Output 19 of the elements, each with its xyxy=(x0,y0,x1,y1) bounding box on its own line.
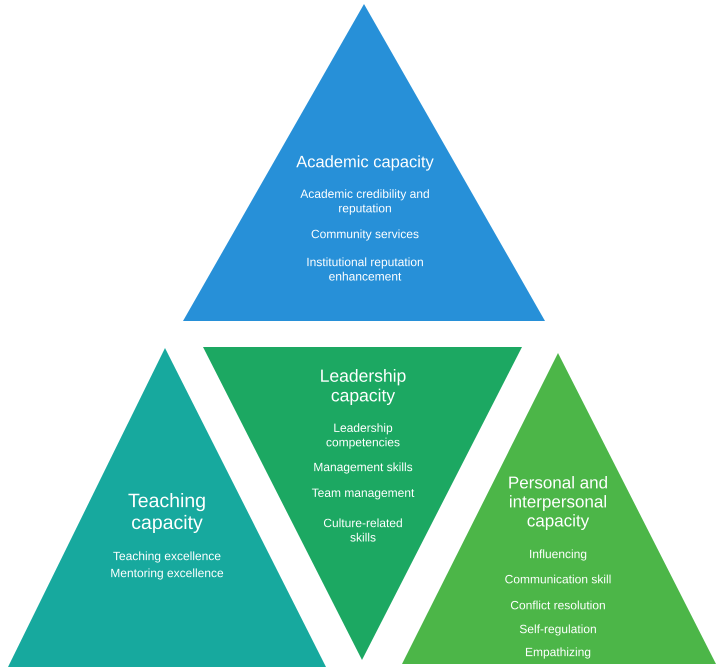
list-item: Community services xyxy=(312,229,419,241)
triangle xyxy=(183,4,545,321)
triangle-heading: Academic capacity xyxy=(296,155,434,171)
triangle-heading: Personal and interpersonal capacity xyxy=(509,476,607,530)
triangle-heading: Teaching capacity xyxy=(128,492,205,533)
list-item: Team management xyxy=(312,488,414,500)
list-item: Culture-related skills xyxy=(324,518,402,542)
list-item: Academic credibility and reputation xyxy=(300,189,429,215)
list-item: Institutional reputation enhancement xyxy=(307,257,423,281)
list-item: Conflict resolution xyxy=(510,600,605,610)
list-item: Empathizing xyxy=(526,647,590,659)
list-item: Leadership competencies xyxy=(326,423,400,449)
list-item: Teaching excellence xyxy=(113,551,220,563)
triangle-heading: Leadership capacity xyxy=(321,369,406,405)
list-item: Management skills xyxy=(314,462,412,474)
list-item: Influencing xyxy=(530,549,586,561)
list-item: Communication skill xyxy=(505,574,611,584)
list-item: Mentoring excellence xyxy=(111,568,224,580)
list-item: Self-regulation xyxy=(520,624,596,636)
